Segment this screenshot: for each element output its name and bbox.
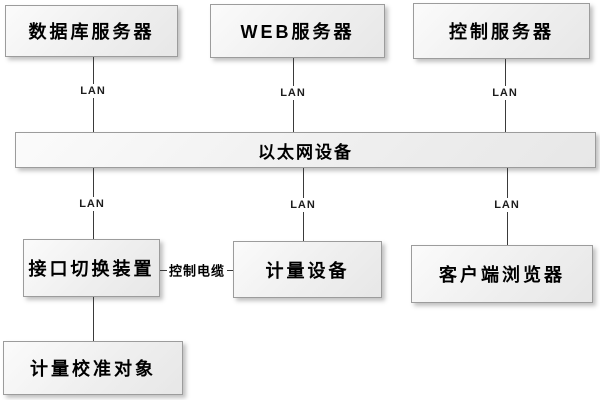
node-calibration-target-label: 计量校准对象 [30, 359, 156, 379]
edge-label-lan-client-browser: LAN [491, 198, 523, 212]
node-web-server-label: WEB服务器 [240, 22, 355, 42]
node-metering-device: 计量设备 [233, 241, 382, 298]
node-client-browser-label: 客户端浏览器 [439, 265, 565, 285]
edge-label-lan-db: LAN [77, 84, 109, 98]
node-db-server: 数据库服务器 [5, 5, 178, 57]
node-calibration-target: 计量校准对象 [3, 341, 183, 395]
node-ethernet-device-label: 以太网设备 [258, 142, 353, 162]
node-interface-switch: 接口切换装置 [23, 239, 160, 297]
node-control-server: 控制服务器 [413, 3, 590, 59]
edge-label-lan-control: LAN [489, 86, 521, 100]
node-client-browser: 客户端浏览器 [411, 245, 593, 303]
node-interface-switch-label: 接口切换装置 [28, 259, 155, 279]
node-metering-device-label: 计量设备 [265, 260, 350, 281]
node-ethernet-device: 以太网设备 [15, 132, 596, 168]
node-db-server-label: 数据库服务器 [28, 22, 155, 42]
edge-label-lan-metering-device: LAN [287, 198, 319, 212]
edge-label-control-cable: 控制电缆 [166, 260, 228, 280]
node-web-server: WEB服务器 [210, 4, 385, 58]
edge-label-lan-interface-switch: LAN [76, 197, 108, 211]
edge-label-lan-web: LAN [277, 86, 309, 100]
connector-interface-switch-to-calibration-target [93, 297, 94, 341]
node-control-server-label: 控制服务器 [449, 22, 554, 42]
